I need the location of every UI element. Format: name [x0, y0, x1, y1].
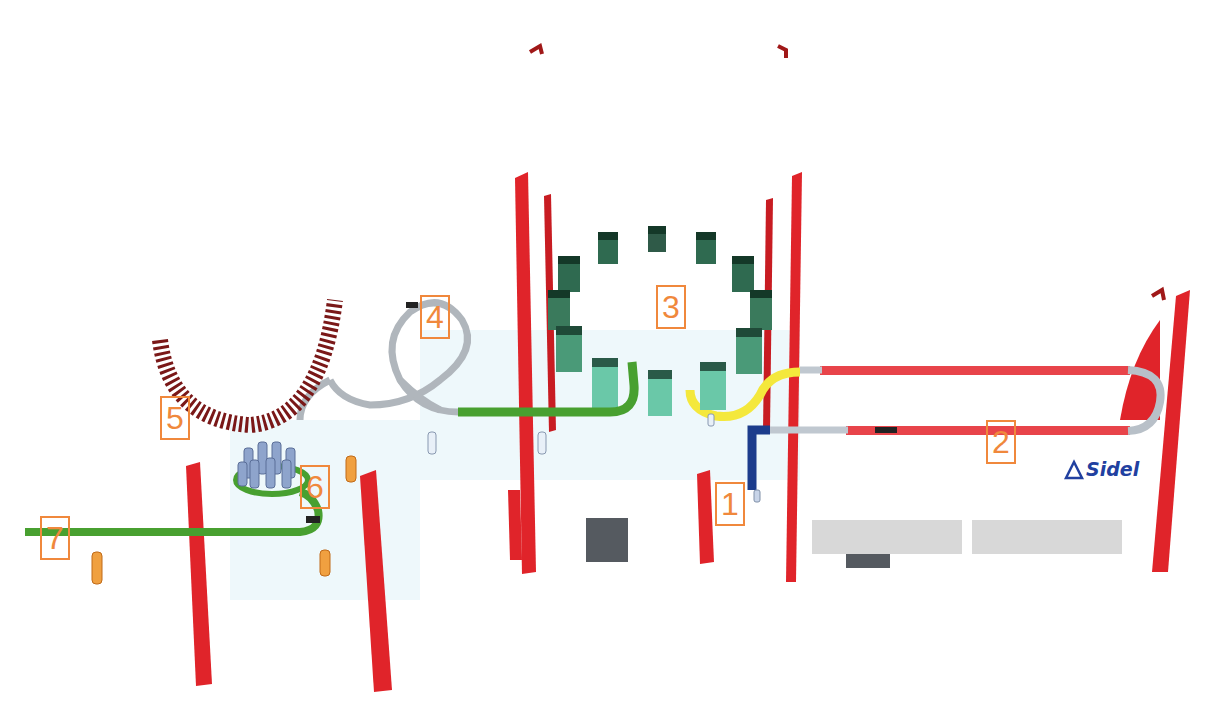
- callout-number: 5: [160, 396, 190, 440]
- callout-number: 3: [656, 285, 686, 329]
- guard-panel: [812, 520, 962, 554]
- bottle: [346, 456, 356, 482]
- conveyor-link: [800, 367, 822, 374]
- filler-detail: [178, 350, 190, 358]
- wall-mark: [778, 46, 786, 58]
- wall: [508, 490, 522, 560]
- filler-carousel: [160, 300, 335, 425]
- brand-logo: Sidel: [1086, 458, 1139, 480]
- logo-mark: [1066, 462, 1082, 478]
- conveyor-part: [306, 516, 320, 523]
- preform-infeed: [752, 430, 770, 490]
- callout-number: 6: [300, 465, 330, 509]
- floor-shade: [230, 420, 420, 600]
- callout-number: 1: [715, 482, 745, 526]
- callout-number: 2: [986, 420, 1016, 464]
- bottle: [320, 550, 330, 576]
- air-conveyor: [458, 362, 634, 412]
- wall-mark: [1152, 290, 1164, 300]
- conveyor-turn: [1128, 370, 1161, 431]
- wall: [186, 462, 212, 686]
- guard-panel: [972, 520, 1122, 554]
- transfer-loop: [400, 380, 440, 410]
- oven-conveyor: [846, 426, 1130, 435]
- oven-part: [875, 427, 897, 433]
- control-cabinet: [586, 518, 628, 562]
- preform: [708, 414, 714, 426]
- callout-number: 4: [420, 295, 450, 339]
- loop-part: [406, 302, 418, 308]
- callout-number: 7: [40, 516, 70, 560]
- bottle: [538, 432, 546, 454]
- oven-conveyor: [820, 366, 1130, 375]
- preform: [754, 490, 760, 502]
- transfer-loop: [300, 380, 330, 420]
- blow-moulds: [548, 226, 772, 416]
- bottle: [428, 432, 436, 454]
- conveyor-link: [770, 427, 848, 434]
- wall-mark: [530, 46, 542, 54]
- capper-heads: [238, 442, 295, 488]
- transfer-loop: [330, 303, 468, 412]
- bottle: [92, 552, 102, 584]
- wall: [360, 470, 392, 692]
- wall: [697, 470, 714, 564]
